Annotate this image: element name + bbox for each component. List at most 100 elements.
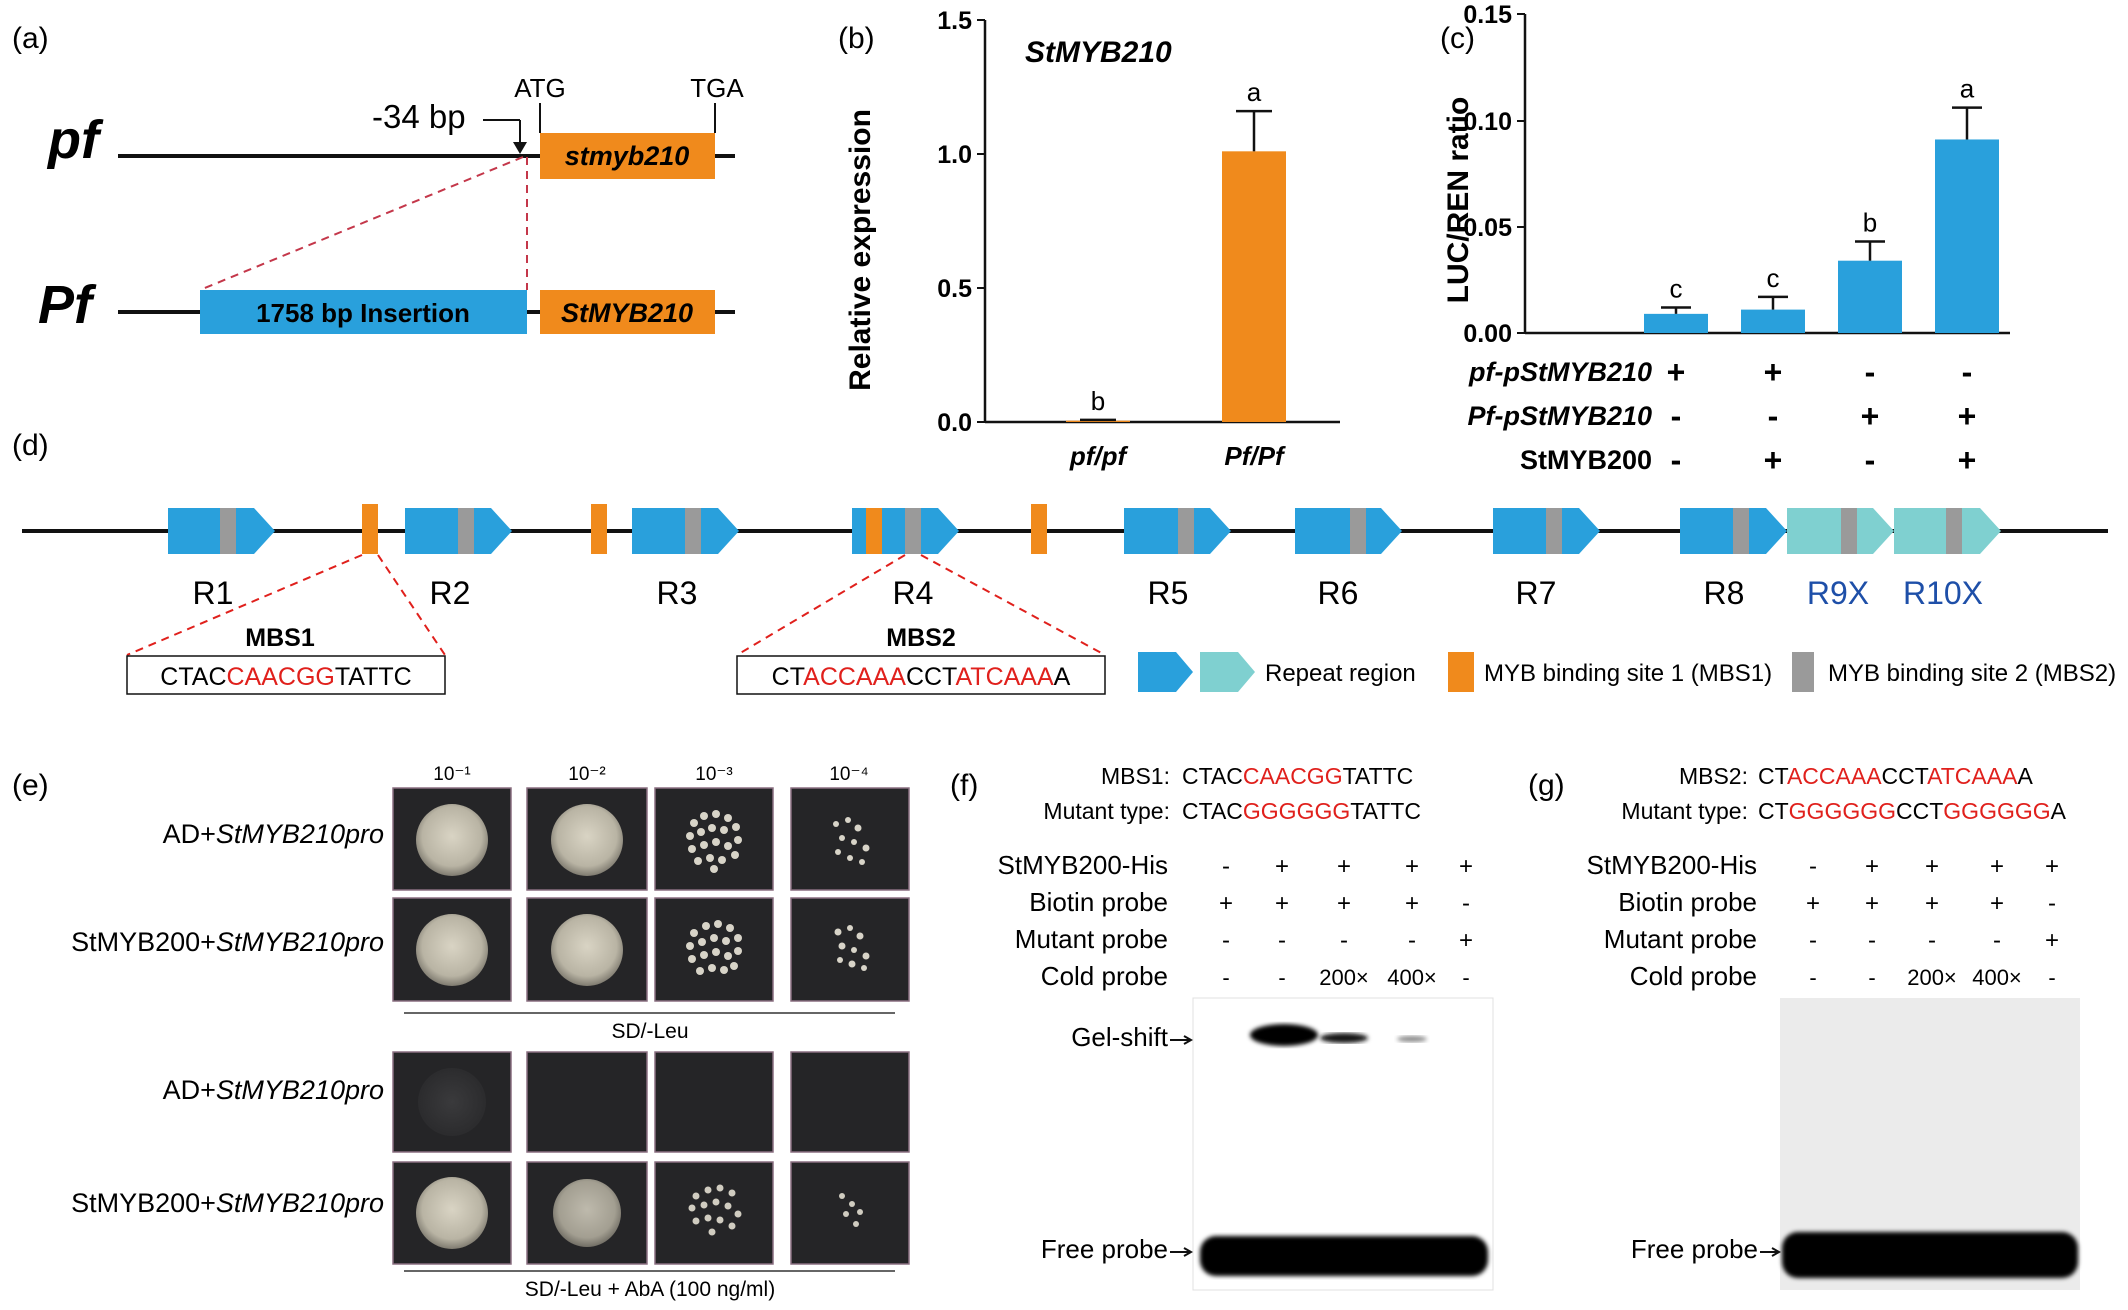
g-probe-label: MBS2: — [1679, 763, 1748, 789]
f-mark-r3-l3: 200× — [1319, 965, 1369, 990]
f-free-probe-arrow — [1170, 1247, 1194, 1257]
e-row-label-4: StMYB200+StMYB210pro — [71, 1188, 384, 1218]
d-legend-mbs1-swatch — [1448, 652, 1474, 692]
b-chart-title: StMYB210 — [1025, 36, 1172, 69]
panel-label-a: (a) — [12, 22, 49, 55]
e-row-label-3-pre: AD+ — [163, 1075, 216, 1105]
d-mbs2-title: MBS2 — [886, 624, 955, 652]
e-colony-r4c2 — [553, 1179, 621, 1247]
g-mutant-seq-part-2: CCT — [1896, 798, 1943, 824]
panel-label-c: (c) — [1440, 22, 1475, 55]
g-mark-r2-l3: - — [1928, 927, 1936, 954]
d-repeat-R6 — [1295, 508, 1402, 554]
g-mutant-seq: CTGGGGGGCCTGGGGGGA — [1758, 798, 2067, 824]
c-mark-r2-c1: + — [1764, 442, 1783, 478]
pf-gene-box — [540, 133, 715, 179]
d-legend-repeat-swatch — [1138, 652, 1193, 692]
d-mbs1-seq-part-2: TATTC — [335, 663, 412, 691]
d-repeat-label-R3: R3 — [657, 575, 698, 611]
e-colony-r2c1 — [416, 914, 488, 986]
g-mark-r3-l1: - — [1809, 965, 1816, 990]
d-mbs2-seq-part-2: CCT — [906, 663, 957, 691]
g-probe-seq-part-4: A — [2017, 763, 2033, 789]
pf-gene-label: stmyb210 — [565, 141, 690, 171]
g-mark-r0-l3: + — [1925, 853, 1939, 880]
b-ytick-label-0: 0.0 — [937, 409, 972, 437]
Pf-allele-label: Pf — [38, 275, 97, 335]
e-row-label-4-ital: StMYB210pro — [216, 1188, 384, 1218]
g-mutant-seq-part-0: CT — [1758, 798, 1789, 824]
panel-label-e: (e) — [12, 769, 49, 802]
e-medium-2-label: SD/-Leu + AbA (100 ng/ml) — [525, 1278, 775, 1301]
d-mbs1-zoom-left — [126, 554, 363, 656]
d-mbs2-zoom-left — [736, 554, 906, 656]
e-colony-cluster-r2c3 — [686, 920, 742, 975]
f-row-label-cold: Cold probe — [1041, 961, 1168, 991]
c-mark-r2-c2: - — [1865, 442, 1876, 478]
c-ytick-label-1: 0.05 — [1463, 214, 1512, 242]
d-mbs2-seq-box — [736, 655, 1106, 695]
insertion-arrowhead — [513, 142, 527, 154]
g-mark-r3-l4: 400× — [1972, 965, 2022, 990]
e-medium-1-label: SD/-Leu — [611, 1020, 688, 1043]
e-plate-r4c3 — [654, 1161, 774, 1265]
e-plate-r2c4 — [790, 897, 910, 1002]
c-mark-r1-c2: + — [1861, 398, 1880, 434]
f-mark-r0-l3: + — [1337, 853, 1351, 880]
e-plate-r4c4 — [790, 1161, 910, 1265]
f-shift-band-l2 — [1250, 1024, 1318, 1046]
e-colony-r4c1 — [416, 1177, 488, 1249]
f-mark-r0-l5: + — [1459, 853, 1473, 880]
c-mark-r2-c3: + — [1958, 442, 1977, 478]
c-mark-r0-c1: + — [1764, 354, 1783, 390]
d-repeat-label-R10X: R10X — [1903, 575, 1983, 611]
e-colony-cluster-r2c4 — [834, 925, 870, 971]
f-mark-r0-l4: + — [1405, 853, 1419, 880]
g-probe-seq-part-1: ACCAAA — [1787, 763, 1882, 789]
d-repeat-R5 — [1124, 508, 1231, 554]
d-mbs1-seq-box — [126, 655, 446, 695]
g-probe-seq: CTACCAAACCTATCAAAA — [1758, 763, 2033, 789]
g-probe-seq-part-3: ATCAAA — [1927, 763, 2018, 789]
f-mark-r1-l2: + — [1275, 890, 1289, 917]
g-row-label-mutant: Mutant probe — [1604, 924, 1757, 954]
panel-a-gene-structure: pf stmyb210 ATG TGA -34 bp Pf 1758 bp In… — [38, 73, 744, 335]
b-sig-letter-pf: b — [1091, 386, 1105, 416]
panel-f-emsa-mbs1: MBS1: CTACCAACGGTATTC Mutant type: CTACG… — [998, 763, 1494, 1291]
d-repeat-label-R5: R5 — [1148, 575, 1189, 611]
d-mbs2-seq-part-3: ATCAAA — [955, 663, 1053, 691]
panel-label-f: (f) — [950, 769, 978, 802]
f-free-probe-label: Free probe — [1041, 1234, 1168, 1264]
g-free-probe-label: Free probe — [1631, 1234, 1758, 1264]
c-sig-letter-4: a — [1960, 74, 1975, 104]
g-mark-r2-l4: - — [1993, 927, 2001, 954]
d-repeat-R3 — [632, 508, 739, 554]
d-legend-repeat-label: Repeat region — [1265, 660, 1416, 687]
g-mark-r1-l4: + — [1990, 890, 2004, 917]
panel-b-chart: 0.0 0.5 1.0 1.5 Relative expression StMY… — [844, 7, 1340, 471]
e-row-label-2: StMYB200+StMYB210pro — [71, 927, 384, 957]
e-plate-r3c4 — [790, 1051, 910, 1153]
g-free-probe-band — [1782, 1232, 2078, 1278]
c-bar-4 — [1935, 139, 1999, 333]
d-repeat-label-R1: R1 — [193, 575, 234, 611]
g-mark-r0-l4: + — [1990, 853, 2004, 880]
g-probe-seq-part-0: CT — [1758, 763, 1789, 789]
insertion-offset-label: -34 bp — [372, 98, 466, 135]
d-legend-mbs2-label: MYB binding site 2 (MBS2) — [1828, 660, 2116, 687]
d-mbs2-seq-part-1: ACCAAA — [803, 663, 906, 691]
panel-e-yeast-one-hybrid: 10⁻¹ 10⁻² 10⁻³ 10⁻⁴ AD+StMYB210pro StMYB… — [71, 764, 910, 1301]
g-mutant-seq-part-3: GGGGGG — [1943, 798, 2050, 824]
g-mark-r0-l5: + — [2045, 853, 2059, 880]
c-row-label-pf-pStMYB210: pf-pStMYB210 — [1468, 357, 1652, 387]
d-legend-repeat-x-swatch — [1200, 652, 1255, 692]
c-bar-3 — [1838, 260, 1902, 333]
f-mark-r1-l4: + — [1405, 890, 1419, 917]
c-mark-r0-c3: - — [1962, 354, 1973, 390]
d-mbs2-zoom-right — [920, 554, 1106, 656]
f-shift-band-l3 — [1320, 1033, 1368, 1043]
panel-label-b: (b) — [838, 22, 875, 55]
e-row-label-1-ital: StMYB210pro — [216, 819, 384, 849]
d-repeat-label-R4: R4 — [893, 575, 934, 611]
b-ytick-label-1: 0.5 — [937, 275, 972, 303]
